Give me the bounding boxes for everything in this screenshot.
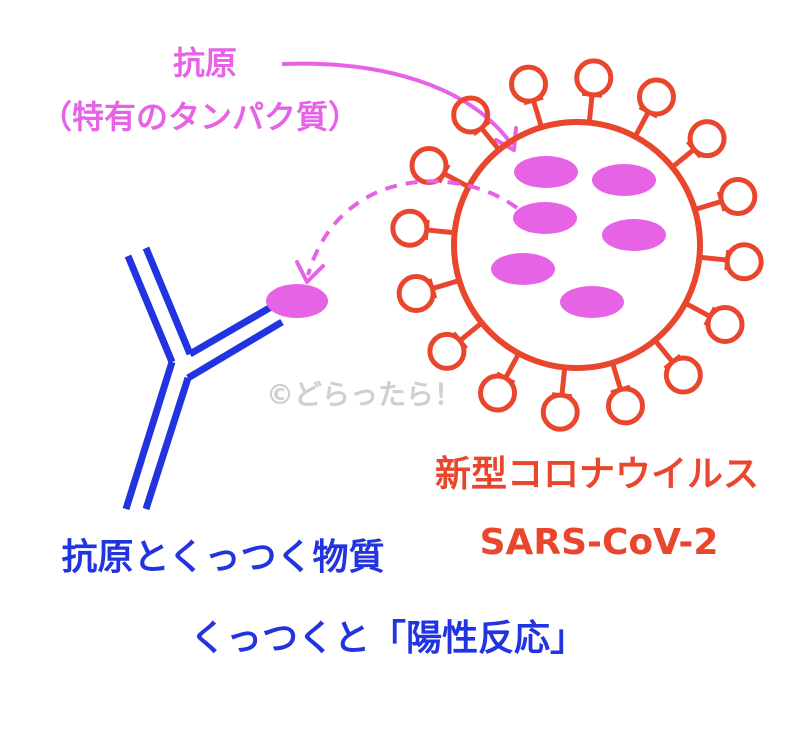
virus-spike-stalk bbox=[458, 320, 484, 343]
virus-spike-stalk bbox=[652, 338, 675, 364]
virus-spike-knob bbox=[427, 331, 467, 371]
virus-spike-knob bbox=[663, 355, 703, 395]
virus-spike-knob bbox=[540, 392, 580, 432]
virus-spike-knob bbox=[724, 242, 764, 282]
virus-spike-stalk bbox=[479, 126, 502, 152]
antibody-stem-right bbox=[142, 376, 192, 511]
virus-spike-stalk bbox=[632, 110, 651, 138]
watermark: ©どらったら！ bbox=[266, 378, 462, 411]
virus-spike-knob bbox=[396, 273, 436, 313]
virus-spike-stalk bbox=[503, 352, 522, 380]
antibody-left-arm-inner bbox=[142, 246, 194, 356]
antigen-spot bbox=[602, 219, 666, 251]
virus-spike-knob bbox=[509, 64, 549, 104]
virus bbox=[390, 58, 764, 432]
bound-antigen bbox=[266, 284, 328, 318]
virus-spike-stalk bbox=[431, 278, 460, 291]
result-text: くっつくと「陽性反応」 bbox=[190, 618, 586, 659]
antigen-spots bbox=[491, 156, 666, 318]
virus-spike-knob bbox=[718, 177, 758, 217]
virus-code: SARS-CoV-2 bbox=[480, 522, 719, 563]
antigen-subtitle: （特有のタンパク質） bbox=[40, 98, 360, 136]
antigen-spot bbox=[513, 202, 577, 234]
antibody-stem-left bbox=[122, 360, 176, 511]
antibody-label: 抗原とくっつく物質 bbox=[62, 536, 385, 578]
antigen-pointer-arrow bbox=[281, 61, 514, 147]
virus-spike-knob bbox=[451, 95, 491, 135]
virus-spike-stalk bbox=[610, 362, 623, 391]
virus-spike-stalk bbox=[586, 94, 595, 123]
antibody-right-arm-bottom bbox=[186, 318, 284, 382]
antigen-title: 抗原 bbox=[173, 44, 237, 82]
virus-spike-stalk bbox=[694, 199, 723, 212]
antigen-spot bbox=[560, 286, 624, 318]
antibody-left-arm-outer bbox=[124, 254, 176, 364]
virus-spike-stalk bbox=[559, 367, 568, 396]
virus-spike-knob bbox=[478, 373, 518, 413]
virus-spike-knob bbox=[636, 77, 676, 117]
virus-spike-knob bbox=[705, 304, 745, 344]
virus-spike-knob bbox=[605, 386, 645, 426]
virus-name: 新型コロナウイルス bbox=[435, 454, 759, 495]
virus-spike-stalk bbox=[670, 147, 696, 170]
virus-body bbox=[451, 119, 703, 371]
virus-spike-knob bbox=[409, 146, 449, 186]
virus-spikes bbox=[390, 58, 764, 432]
virus-spike-knob bbox=[687, 119, 727, 159]
binding-dashed-arrow bbox=[306, 179, 519, 276]
virus-spike-stalk bbox=[684, 300, 712, 319]
virus-spike-stalk bbox=[699, 254, 728, 263]
virus-spike-stalk bbox=[442, 171, 470, 190]
virus-spike-stalk bbox=[426, 227, 455, 236]
virus-spike-knob bbox=[390, 208, 430, 248]
antibody-right-arm-top bbox=[188, 299, 280, 358]
antigen-spot bbox=[514, 156, 578, 188]
virus-spike-stalk bbox=[531, 99, 544, 128]
antigen-spot bbox=[491, 253, 555, 285]
antigen-spot bbox=[592, 164, 656, 196]
binding-dashed-arrowhead bbox=[295, 260, 325, 284]
virus-spike-knob bbox=[574, 58, 614, 98]
antibody bbox=[122, 246, 284, 511]
